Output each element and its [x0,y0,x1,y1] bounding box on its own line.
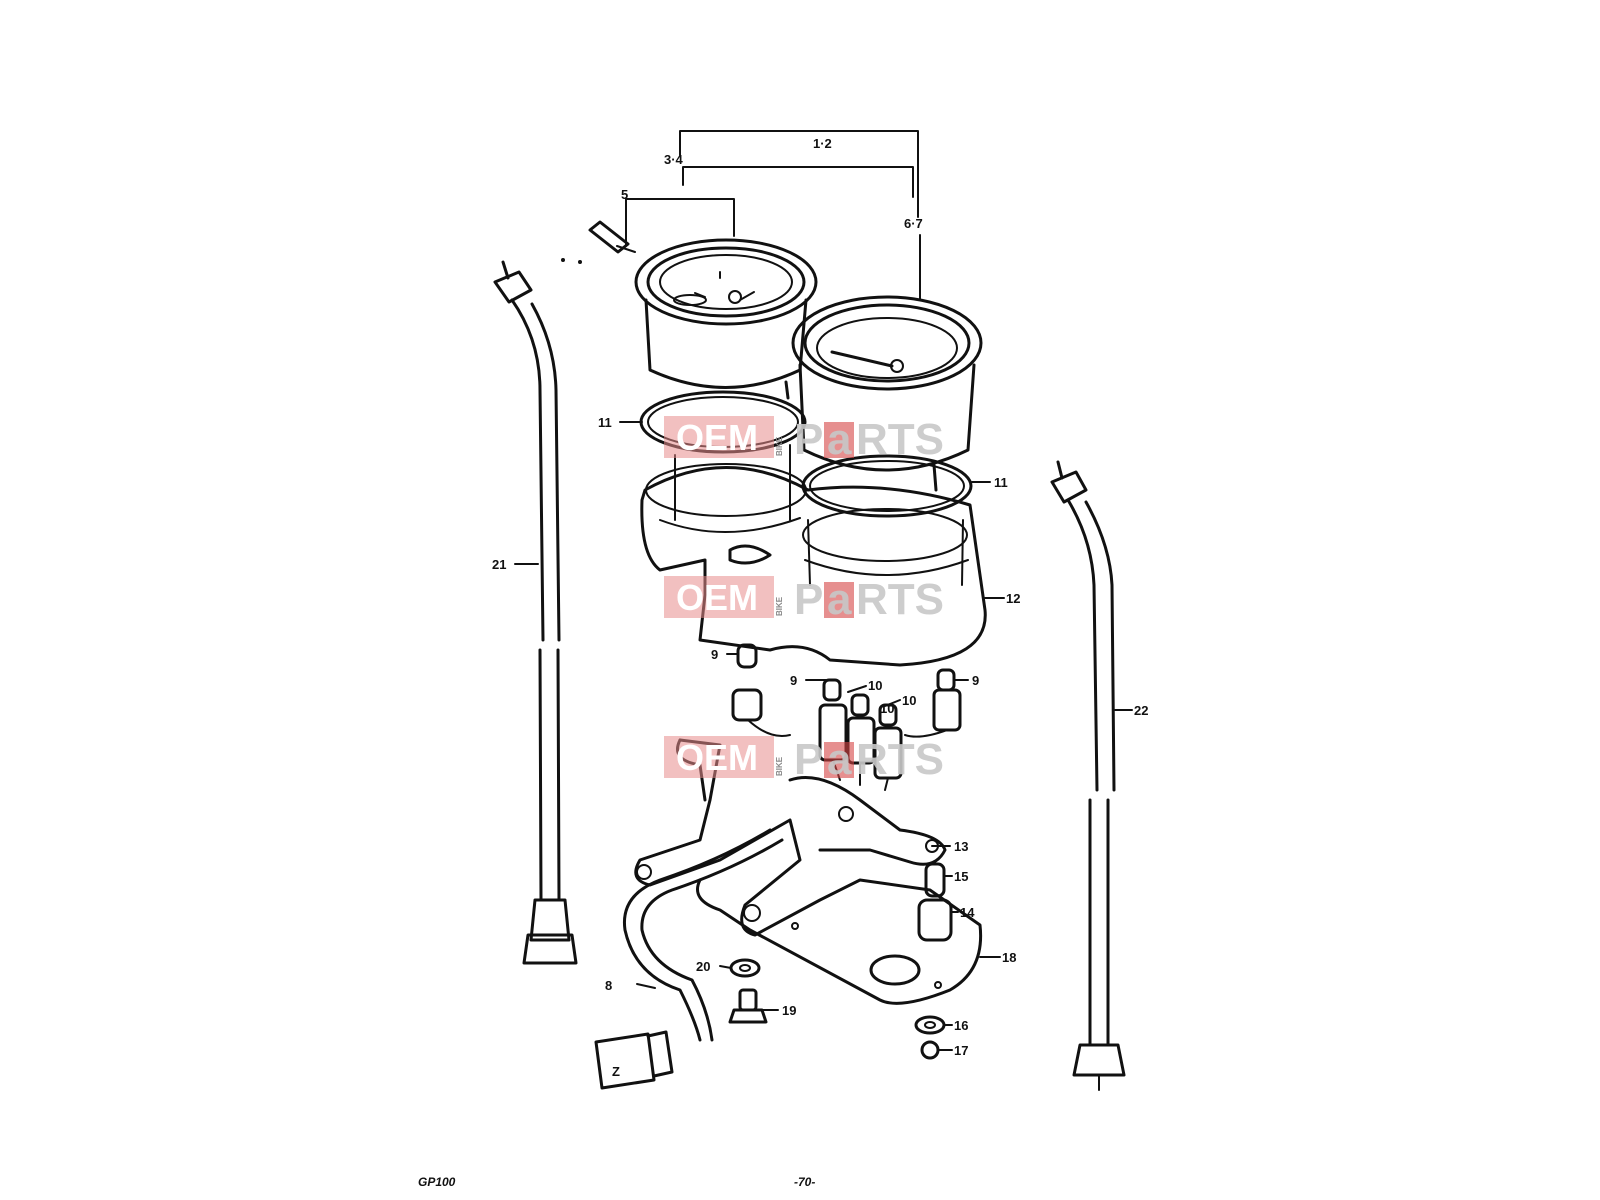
tachometer-cable [1050,460,1126,1091]
label-3-4: 3·4 [664,152,684,167]
reference-brackets [625,130,921,301]
watermark-rts: RTS [856,575,944,624]
speedometer-gauge [634,238,818,400]
watermark-bike: BIKE [775,596,784,616]
label-9-c: 9 [972,673,979,688]
watermark-rts: RTS [856,415,944,464]
label-5: 5 [621,187,628,202]
label-8: 8 [605,978,612,993]
reference-labels: 1·2 3·4 5 6·7 11 11 12 21 22 9 9 10 10 9… [492,136,1148,1058]
watermark-a: a [827,735,852,784]
watermark-oem: OEM [676,577,758,618]
label-6-7: 6·7 [904,216,923,231]
watermark-p: P [794,735,823,784]
label-19: 19 [782,1003,796,1018]
wiring-harness: Z [594,828,784,1090]
tachometer-gauge [791,295,983,492]
watermark-row-3: OEM BIKE P a RTS [664,735,944,784]
label-11-left: 11 [598,415,612,430]
label-20: 20 [696,959,710,974]
label-1-2: 1·2 [813,136,832,151]
label-14: 14 [960,905,975,920]
watermark-a: a [827,575,852,624]
watermark-a: a [827,415,852,464]
label-10-a: 10 [868,678,882,693]
watermark-p: P [794,575,823,624]
label-21: 21 [492,557,506,572]
label-17: 17 [954,1043,968,1058]
rubber-post [917,862,953,942]
watermark-bike: BIKE [775,756,784,776]
watermark-oem: OEM [676,737,758,778]
speedometer-cable [493,260,578,965]
watermark-row-2: OEM BIKE P a RTS [664,575,944,624]
label-9-b: 9 [790,673,797,688]
footer: GP100 -70- [418,1175,815,1189]
label-22: 22 [1134,703,1148,718]
svg-text:Z: Z [612,1064,620,1079]
watermark-bike: BIKE [775,436,784,456]
label-10-b: 10 [902,693,916,708]
meter-case [640,444,987,667]
watermark: OEM BIKE P a RTS OEM BIKE P a RTS OEM BI… [664,415,944,784]
watermark-oem: OEM [676,417,758,458]
label-11-right: 11 [994,475,1008,490]
footer-model: GP100 [418,1175,456,1189]
label-9-a: 9 [711,647,718,662]
watermark-p: P [794,415,823,464]
leader-lines [514,421,1133,1051]
footer-page-number: -70- [794,1175,815,1189]
screw-part [561,220,636,264]
watermark-rts: RTS [856,735,944,784]
label-13: 13 [954,839,968,854]
watermark-row-1: OEM BIKE P a RTS [664,415,944,464]
label-15: 15 [954,869,968,884]
label-12: 12 [1006,591,1020,606]
label-16: 16 [954,1018,968,1033]
label-10-c: 10 [880,701,894,716]
label-18: 18 [1002,950,1016,965]
